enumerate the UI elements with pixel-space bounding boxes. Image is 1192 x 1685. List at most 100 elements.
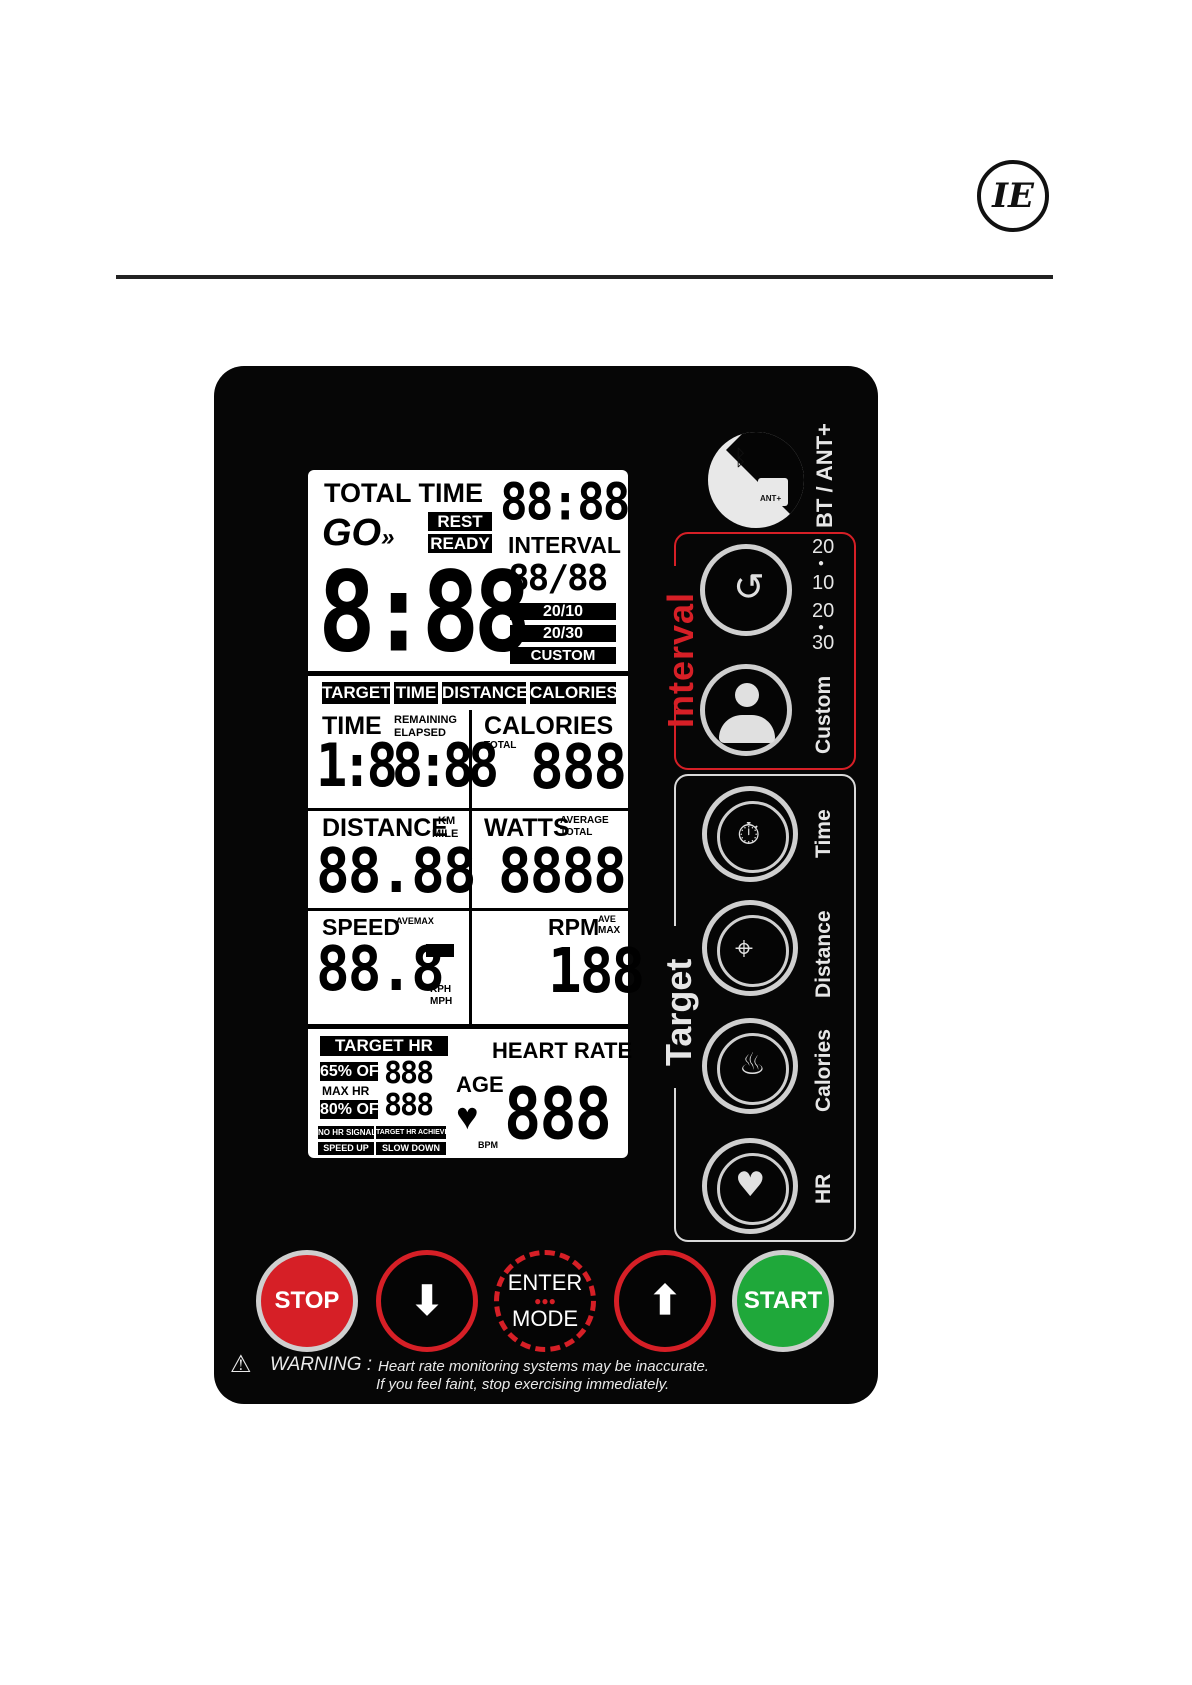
interval-2010-a: 20 xyxy=(812,536,835,558)
tab-distance-indicator: DISTANCE xyxy=(442,682,528,704)
target-hr-value-2: 888 xyxy=(384,1088,434,1123)
target-calories-button[interactable]: ♨ xyxy=(702,1018,798,1114)
time-target-label: Time xyxy=(812,809,835,858)
heart-rate-value: 888 xyxy=(504,1072,612,1156)
heart-target-icon: ♥ xyxy=(735,1165,766,1205)
target-hr-value-1: 888 xyxy=(384,1056,434,1091)
console-panel: TOTAL TIME 88:88 GO» REST READY INTERVAL… xyxy=(214,366,878,1404)
watts-label: WATTS xyxy=(484,814,570,842)
custom-label: Custom xyxy=(812,675,835,754)
interval-2010-b: 10 xyxy=(812,572,835,594)
interval-2030-b: 30 xyxy=(812,632,835,654)
rpm-label: RPM xyxy=(548,914,600,940)
interval-20-10-button[interactable]: ↺ xyxy=(700,544,792,636)
time-remaining-label: REMAINING xyxy=(394,714,457,726)
distance-mile-label: MILE xyxy=(432,828,459,840)
watts-total-label: TOTAL xyxy=(560,827,593,838)
time-label: TIME xyxy=(322,712,382,740)
rpm-value: 188 xyxy=(548,936,645,1008)
max-hr-label: MAX HR xyxy=(322,1084,370,1098)
target-group-label: Target xyxy=(658,958,699,1066)
calories-value: 888 xyxy=(530,732,627,804)
warning-title: WARNING : xyxy=(270,1354,373,1375)
speed-up-indicator: SPEED UP xyxy=(318,1142,374,1155)
distance-label: DISTANCE xyxy=(322,814,448,842)
stop-button[interactable]: STOP xyxy=(256,1250,358,1352)
interval-group-label: Interval xyxy=(660,591,701,728)
battery-icon xyxy=(426,944,454,957)
heart-icon: ♥ xyxy=(456,1096,479,1138)
up-button[interactable]: ⬆ xyxy=(614,1250,716,1352)
enter-dots-icon: ●●● xyxy=(534,1294,556,1308)
total-time-value: 88:88 xyxy=(500,472,630,532)
pct80-label: 80% OF xyxy=(320,1100,379,1119)
preset-20-10: 20/10 xyxy=(510,603,616,620)
distance-km-label: KM xyxy=(438,815,456,827)
tab-time-indicator: TIME xyxy=(394,682,438,704)
warning-line-2: If you feel faint, stop exercising immed… xyxy=(376,1376,670,1393)
clock-icon: ↺ xyxy=(733,565,765,609)
big-timer: 8:88 xyxy=(318,548,531,677)
target-hr-label: TARGET HR xyxy=(320,1036,448,1056)
heart-rate-label: HEART RATE xyxy=(492,1038,633,1063)
interval-label: INTERVAL xyxy=(508,532,621,558)
interval-value: 88/88 xyxy=(508,558,608,599)
no-hr-signal-indicator: NO HR SIGNAL xyxy=(318,1126,377,1139)
time-elapsed-label: ELAPSED xyxy=(394,727,446,739)
start-button[interactable]: START xyxy=(732,1250,834,1352)
arrow-down-icon: ⬇ xyxy=(410,1279,444,1323)
lcd-divider xyxy=(308,908,628,911)
time-value: 1:88:88 xyxy=(316,732,499,801)
target-time-button[interactable]: ⏱ xyxy=(702,786,798,882)
total-time-label: TOTAL TIME xyxy=(324,478,483,508)
interval-label-gap xyxy=(660,566,696,706)
stopwatch-icon: ⏱ xyxy=(737,817,761,852)
age-label: AGE xyxy=(456,1072,504,1097)
target-distance-button[interactable]: ⌖ xyxy=(702,900,798,996)
brand-logo: IE xyxy=(977,160,1049,232)
lcd-divider xyxy=(308,671,628,676)
speed-mph-label: MPH xyxy=(430,996,453,1007)
target-hr-achieved-indicator: TARGET HR ACHIEVED xyxy=(376,1126,454,1139)
go-indicator: GO» xyxy=(322,512,395,554)
ready-indicator: READY xyxy=(428,534,492,553)
rpm-max-label: MAX xyxy=(598,925,621,936)
person-icon xyxy=(735,683,759,707)
preset-20-30: 20/30 xyxy=(510,625,616,642)
lcd-column-divider xyxy=(469,710,472,1027)
lcd-divider xyxy=(308,1024,628,1029)
distance-target-label: Distance xyxy=(812,910,835,998)
lcd-divider xyxy=(308,808,628,811)
ant-icon: ANT+ xyxy=(758,478,788,506)
bt-ant-indicator: ᛒ ANT+ xyxy=(708,432,804,528)
speed-label: SPEED xyxy=(322,914,400,940)
flame-icon: ♨ xyxy=(739,1047,766,1082)
arrow-up-icon: ⬆ xyxy=(648,1279,682,1323)
calories-target-label: Calories xyxy=(812,1029,835,1112)
down-button[interactable]: ⬇ xyxy=(376,1250,478,1352)
tab-calories-indicator: CALORIES xyxy=(530,682,618,704)
speed-value: 88.8 xyxy=(316,934,445,1006)
distance-value: 88.88 xyxy=(316,836,477,908)
bpm-label: BPM xyxy=(478,1140,498,1150)
target-hr-button[interactable]: ♥ xyxy=(702,1138,798,1234)
rest-indicator: REST xyxy=(428,512,492,531)
warning-icon: ⚠ xyxy=(230,1351,252,1378)
interval-dot-2: ● xyxy=(818,622,825,633)
watts-average-label: AVERAGE xyxy=(560,815,609,826)
hr-target-label: HR xyxy=(812,1173,835,1204)
lcd-display: TOTAL TIME 88:88 GO» REST READY INTERVAL… xyxy=(308,470,645,1158)
enter-mode-button[interactable]: ENTER ●●● MODE xyxy=(494,1250,596,1352)
tab-target-indicator: TARGET xyxy=(322,682,391,704)
enter-label: ENTER xyxy=(507,1270,583,1295)
interval-custom-button[interactable] xyxy=(700,664,792,756)
rpm-ave-label: AVE xyxy=(598,914,616,924)
header-rule xyxy=(116,275,1053,279)
speed-kph-label: KPH xyxy=(430,984,452,995)
logo-text: IE xyxy=(992,176,1034,216)
slow-down-indicator: SLOW DOWN xyxy=(376,1142,446,1155)
interval-dot-1: ● xyxy=(818,558,825,569)
calories-total-label: TOTAL xyxy=(484,740,517,751)
bt-ant-label: BT / ANT+ xyxy=(812,423,837,528)
pct65-label: 65% OF xyxy=(320,1062,379,1081)
